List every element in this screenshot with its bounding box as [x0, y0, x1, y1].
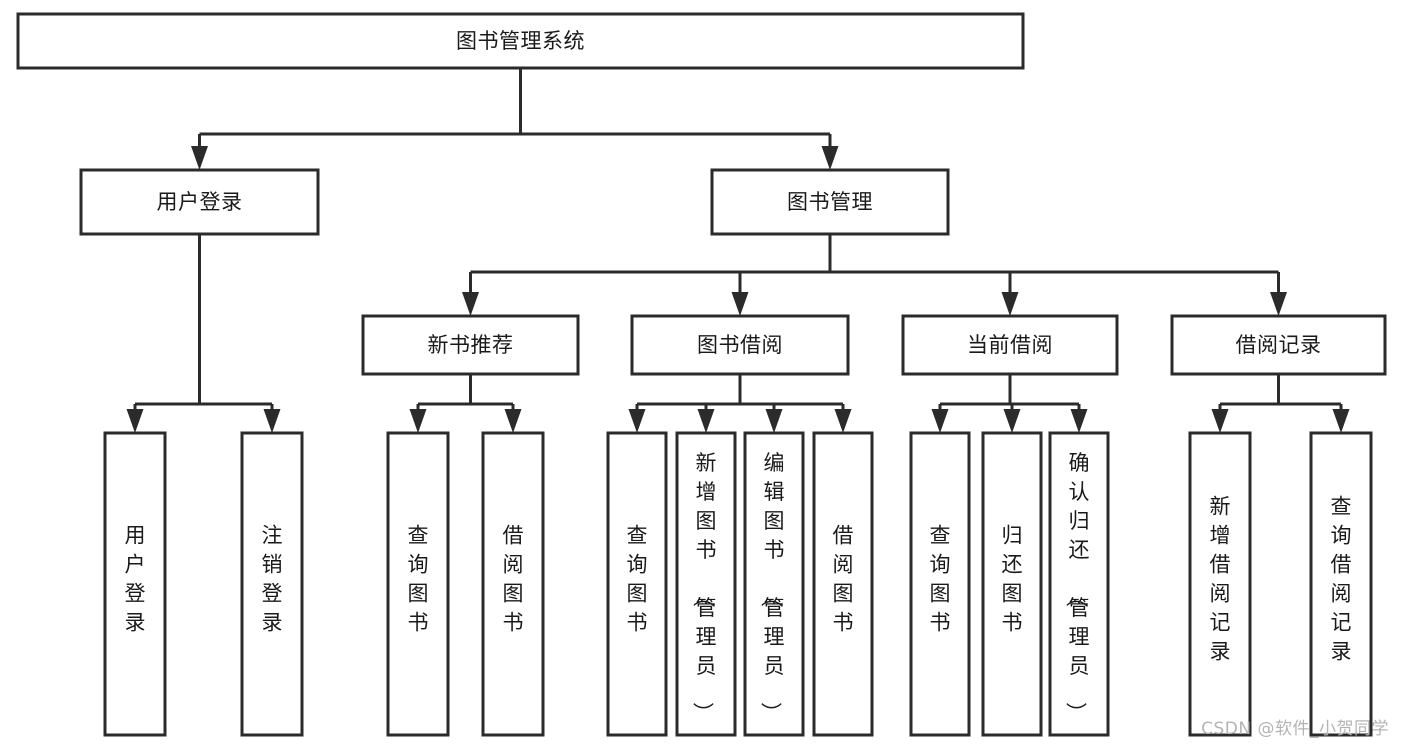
node-leaf-add-book[interactable]: 新增图书（管理员）	[675, 431, 737, 737]
node-label-leaf-add-book: 新增图书（管理员）	[691, 451, 717, 723]
node-label-root: 图书管理系统	[456, 29, 585, 53]
node-label-new-book-rec: 新书推荐	[428, 333, 514, 357]
node-label-leaf-return-book: 归还图书	[1002, 524, 1023, 635]
node-box-leaf-query-record[interactable]	[1309, 431, 1373, 737]
arrow-head-icon	[834, 409, 852, 433]
node-label-borrow-record: 借阅记录	[1236, 333, 1322, 357]
arrow-head-icon	[731, 292, 749, 316]
node-box-leaf-confirm-return[interactable]	[1048, 431, 1110, 737]
node-label-leaf-query-book-3: 查询图书	[930, 524, 951, 635]
node-label-leaf-query-book-1: 查询图书	[408, 524, 429, 635]
node-box-leaf-query-book-3[interactable]	[909, 431, 971, 737]
node-box-leaf-add-record[interactable]	[1188, 431, 1252, 737]
arrow-head-icon	[409, 409, 427, 433]
arrow-head-icon	[504, 409, 522, 433]
node-new-book-rec[interactable]: 新书推荐	[361, 314, 580, 376]
node-box-root[interactable]	[16, 12, 1025, 70]
node-box-leaf-borrow-book-2[interactable]	[812, 431, 874, 737]
node-leaf-borrow-book-2[interactable]: 借阅图书	[812, 431, 874, 737]
node-box-leaf-logout[interactable]	[240, 431, 304, 737]
node-box-user-login[interactable]	[79, 168, 320, 236]
node-label-book-manage: 图书管理	[787, 190, 873, 214]
node-leaf-borrow-book-1[interactable]: 借阅图书	[481, 431, 545, 737]
node-label-leaf-query-book-2: 查询图书	[627, 524, 648, 635]
node-root[interactable]: 图书管理系统	[16, 12, 1025, 70]
arrow-head-icon	[1270, 292, 1287, 316]
connector-group	[931, 374, 1088, 433]
arrow-head-icon	[931, 409, 949, 433]
node-book-manage[interactable]: 图书管理	[710, 168, 950, 236]
node-book-borrow[interactable]: 图书借阅	[630, 314, 850, 376]
node-leaf-user-login[interactable]: 用户登录	[103, 431, 167, 737]
node-box-leaf-edit-book[interactable]	[743, 431, 805, 737]
node-label-leaf-confirm-return: 确认归还（管理员）	[1064, 451, 1090, 723]
node-label-leaf-edit-book: 编辑图书（管理员）	[759, 451, 785, 723]
arrow-head-icon	[697, 409, 715, 433]
node-box-book-manage[interactable]	[710, 168, 950, 236]
node-label-leaf-user-login: 用户登录	[125, 524, 146, 635]
node-label-leaf-query-record: 查询借阅记录	[1331, 495, 1352, 664]
node-box-leaf-add-book[interactable]	[675, 431, 737, 737]
arrow-head-icon	[191, 146, 208, 170]
connector-layer	[126, 68, 1350, 433]
arrow-head-icon	[1332, 409, 1350, 433]
node-box-leaf-return-book[interactable]	[981, 431, 1043, 737]
connector-group	[191, 68, 839, 170]
arrow-head-icon	[263, 409, 281, 433]
node-label-user-login: 用户登录	[157, 190, 243, 214]
connector-group	[1211, 374, 1350, 433]
arrow-head-icon	[126, 409, 144, 433]
arrow-head-icon	[765, 409, 783, 433]
node-label-leaf-logout: 注销登录	[262, 524, 283, 635]
node-leaf-query-book-3[interactable]: 查询图书	[909, 431, 971, 737]
connector-group	[628, 374, 852, 433]
node-box-leaf-query-book-1[interactable]	[386, 431, 450, 737]
arrow-head-icon	[1001, 292, 1019, 316]
arrow-head-icon	[1070, 409, 1088, 433]
connector-group	[462, 234, 1287, 316]
arrow-head-icon	[1003, 409, 1021, 433]
connector-group	[126, 234, 281, 433]
node-current-borrow[interactable]: 当前借阅	[901, 314, 1119, 376]
node-leaf-add-record[interactable]: 新增借阅记录	[1188, 431, 1252, 737]
node-leaf-query-record[interactable]: 查询借阅记录	[1309, 431, 1373, 737]
node-label-book-borrow: 图书借阅	[697, 333, 783, 357]
node-user-login[interactable]: 用户登录	[79, 168, 320, 236]
node-box-book-borrow[interactable]	[630, 314, 850, 376]
node-box-leaf-query-book-2[interactable]	[606, 431, 668, 737]
node-leaf-edit-book[interactable]: 编辑图书（管理员）	[743, 431, 805, 737]
node-leaf-return-book[interactable]: 归还图书	[981, 431, 1043, 737]
arrow-head-icon	[1211, 409, 1229, 433]
node-leaf-logout[interactable]: 注销登录	[240, 431, 304, 737]
node-label-leaf-borrow-book-1: 借阅图书	[503, 524, 524, 635]
node-box-new-book-rec[interactable]	[361, 314, 580, 376]
node-borrow-record[interactable]: 借阅记录	[1170, 314, 1387, 376]
node-box-borrow-record[interactable]	[1170, 314, 1387, 376]
arrow-head-icon	[628, 409, 646, 433]
arrow-head-icon	[462, 292, 479, 316]
node-box-current-borrow[interactable]	[901, 314, 1119, 376]
node-label-leaf-borrow-book-2: 借阅图书	[833, 524, 854, 635]
node-leaf-query-book-2[interactable]: 查询图书	[606, 431, 668, 737]
node-leaf-confirm-return[interactable]: 确认归还（管理员）	[1048, 431, 1110, 737]
node-leaf-query-book-1[interactable]: 查询图书	[386, 431, 450, 737]
node-label-leaf-add-record: 新增借阅记录	[1210, 495, 1231, 664]
connector-group	[409, 374, 522, 433]
node-box-leaf-borrow-book-1[interactable]	[481, 431, 545, 737]
arrow-head-icon	[821, 146, 839, 170]
node-box-leaf-user-login[interactable]	[103, 431, 167, 737]
node-label-current-borrow: 当前借阅	[967, 333, 1053, 357]
node-layer: 图书管理系统用户登录图书管理新书推荐图书借阅当前借阅借阅记录用户登录注销登录查询…	[16, 12, 1387, 737]
